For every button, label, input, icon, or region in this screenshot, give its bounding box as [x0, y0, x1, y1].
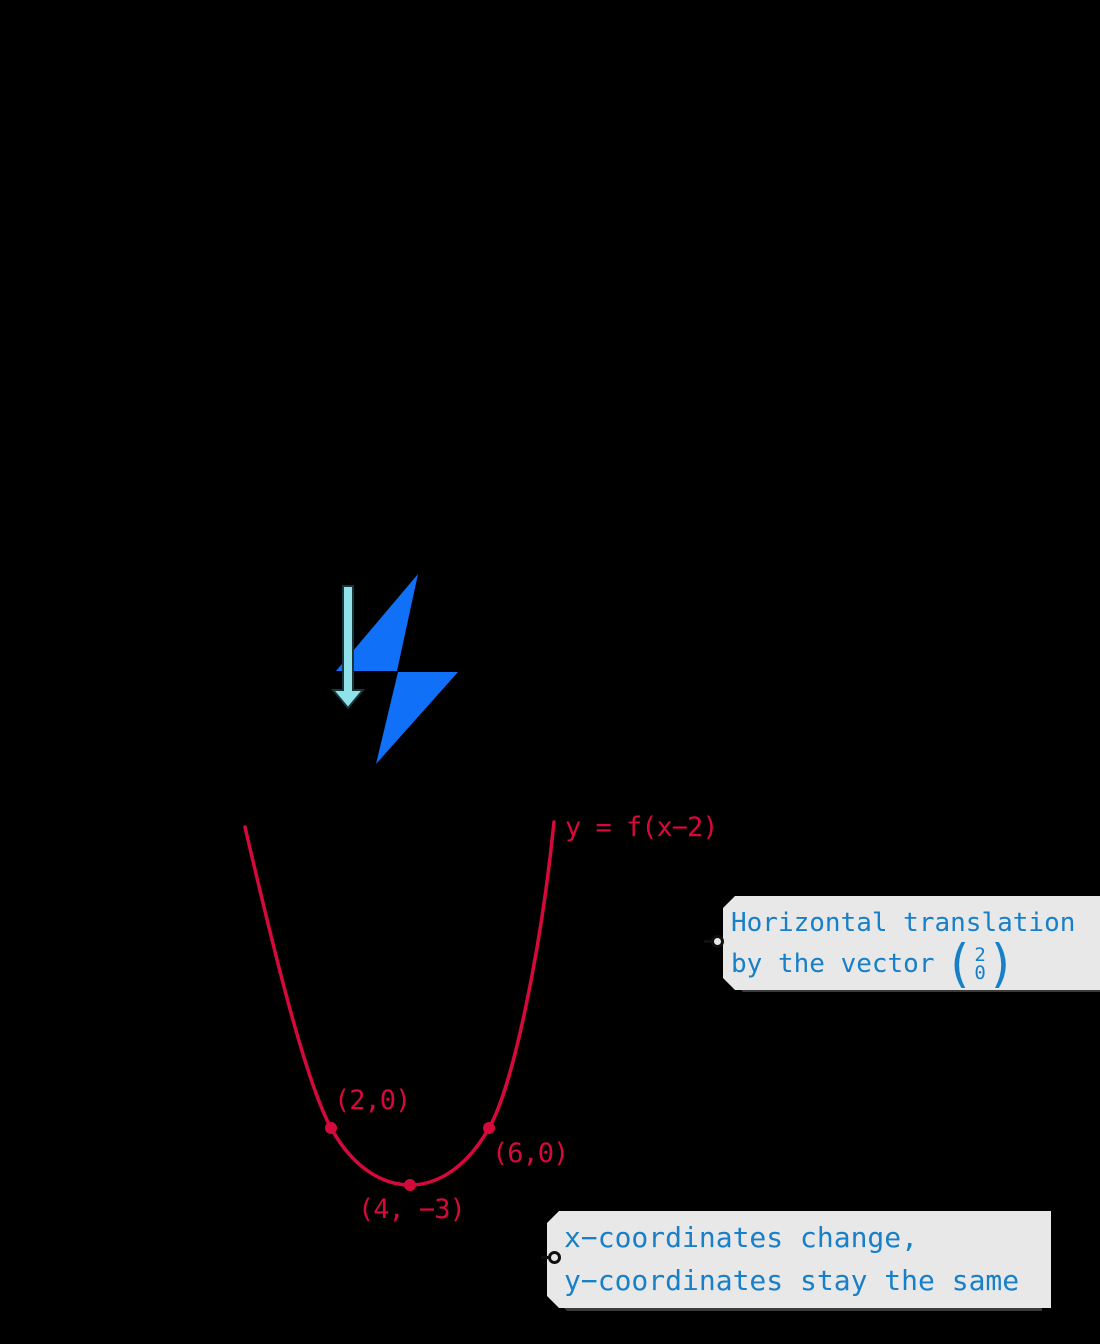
- tag-ring-icon: [548, 1251, 561, 1264]
- vector-close-paren: ): [986, 933, 1016, 994]
- vector-bottom-value: 0: [974, 961, 986, 984]
- lightning-bolt-icon-upper: [336, 574, 418, 671]
- tag-string: [541, 1256, 549, 1259]
- column-vector: ( 2 0 ): [945, 940, 1016, 988]
- tag-text-line: by the vector ( 2 0 ): [731, 943, 1100, 984]
- point-label-6-0: (6,0): [492, 1138, 569, 1169]
- tag-string: [704, 940, 712, 943]
- lightning-bolt-icon-lower: [376, 672, 458, 764]
- vector-open-paren: (: [944, 933, 974, 994]
- tag-text-line: y−coordinates stay the same: [564, 1264, 1020, 1297]
- annotation-tag-horizontal-translation: Horizontal translation by the vector ( 2…: [723, 896, 1100, 990]
- point-dot-4-neg3: [404, 1179, 416, 1191]
- tag-text-line: x−coordinates change,: [564, 1221, 919, 1254]
- tag-text-line: Horizontal translation: [731, 907, 1076, 938]
- tag-ring-icon: [711, 935, 724, 948]
- point-dot-2-0: [325, 1122, 337, 1134]
- vector-top-value: 2: [974, 943, 986, 966]
- down-arrow-icon: [330, 585, 366, 710]
- annotation-tag-coordinates: x−coordinates change, y−coordinates stay…: [547, 1211, 1051, 1308]
- point-label-2-0: (2,0): [334, 1085, 411, 1116]
- curve-equation-label: y = f(x−2): [565, 812, 719, 843]
- point-dot-6-0: [483, 1122, 495, 1134]
- point-label-4-neg3: (4, −3): [358, 1194, 466, 1225]
- tag-text-prefix: by the vector: [731, 948, 935, 979]
- parabola-curve: [243, 820, 556, 1187]
